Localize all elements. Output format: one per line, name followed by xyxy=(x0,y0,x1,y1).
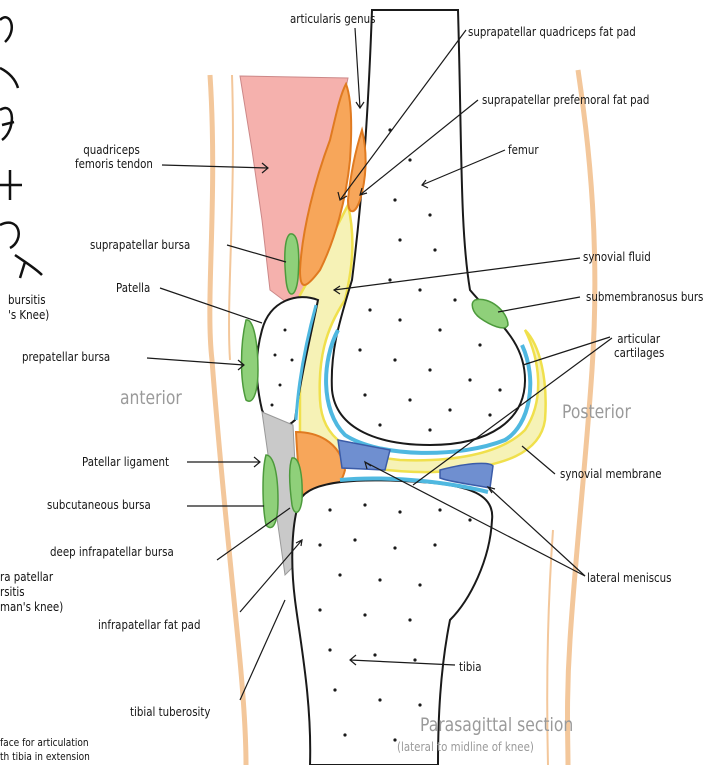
label-submembranosus-bursa: submembranosus burs xyxy=(586,290,703,304)
label-lateral-meniscus: lateral meniscus xyxy=(587,571,672,585)
cutoff-face-line1: face for articulation xyxy=(0,737,89,749)
label-quadriceps-femoris-tendon: quadriceps femoris tendon xyxy=(75,143,153,171)
skin-outline-anterior-inner xyxy=(229,75,233,360)
label-posterior: Posterior xyxy=(562,402,631,423)
section-title: Parasagittal section xyxy=(420,715,573,736)
label-tibia: tibia xyxy=(459,660,482,674)
label-articular-cartilages: articular cartilages xyxy=(614,332,664,360)
skin-outline-anterior xyxy=(210,75,246,765)
label-suprapatellar-prefemoral-fat-pad: suprapatellar prefemoral fat pad xyxy=(482,93,649,107)
label-articular-line2: cartilages xyxy=(614,346,664,360)
label-patellar-ligament: Patellar ligament xyxy=(82,455,169,469)
femur-bone xyxy=(332,10,525,445)
label-anterior: anterior xyxy=(120,388,182,409)
label-deep-infrapatellar-bursa: deep infrapatellar bursa xyxy=(50,545,174,559)
section-subtitle: (lateral to midline of knee) xyxy=(397,740,534,754)
prepatellar-bursa xyxy=(242,320,259,401)
label-articularis-genus: articularis genus xyxy=(290,12,375,26)
cutoff-knee-note: 's Knee) xyxy=(8,308,49,322)
label-quadriceps-line1: quadriceps xyxy=(75,143,153,157)
cutoff-face-line2: th tibia in extension xyxy=(0,751,90,763)
label-tibial-tuberosity: tibial tuberosity xyxy=(130,705,210,719)
cutoff-infra-line1: ra patellar xyxy=(0,570,53,584)
label-synovial-fluid: synovial fluid xyxy=(583,250,651,264)
cutoff-infra-line3: man's knee) xyxy=(0,600,63,614)
cutoff-infra-line2: rsitis xyxy=(0,585,25,599)
label-subcutaneous-bursa: subcutaneous bursa xyxy=(47,498,151,512)
label-femur: femur xyxy=(508,143,539,157)
label-articular-line1: articular xyxy=(614,332,664,346)
cutoff-bursitis: bursitis xyxy=(8,293,46,307)
label-suprapatellar-quadriceps-fat-pad: suprapatellar quadriceps fat pad xyxy=(468,25,636,39)
label-suprapatellar-bursa: suprapatellar bursa xyxy=(90,238,190,252)
label-prepatellar-bursa: prepatellar bursa xyxy=(22,350,110,364)
label-quadriceps-line2: femoris tendon xyxy=(75,157,153,171)
suprapatellar-bursa xyxy=(285,234,299,294)
label-synovial-membrane: synovial membrane xyxy=(560,467,662,481)
left-edge-sketch xyxy=(0,17,42,278)
label-patella: Patella xyxy=(116,281,150,295)
lateral-meniscus-anterior xyxy=(338,440,390,470)
label-infrapatellar-fat-pad: infrapatellar fat pad xyxy=(98,618,200,632)
